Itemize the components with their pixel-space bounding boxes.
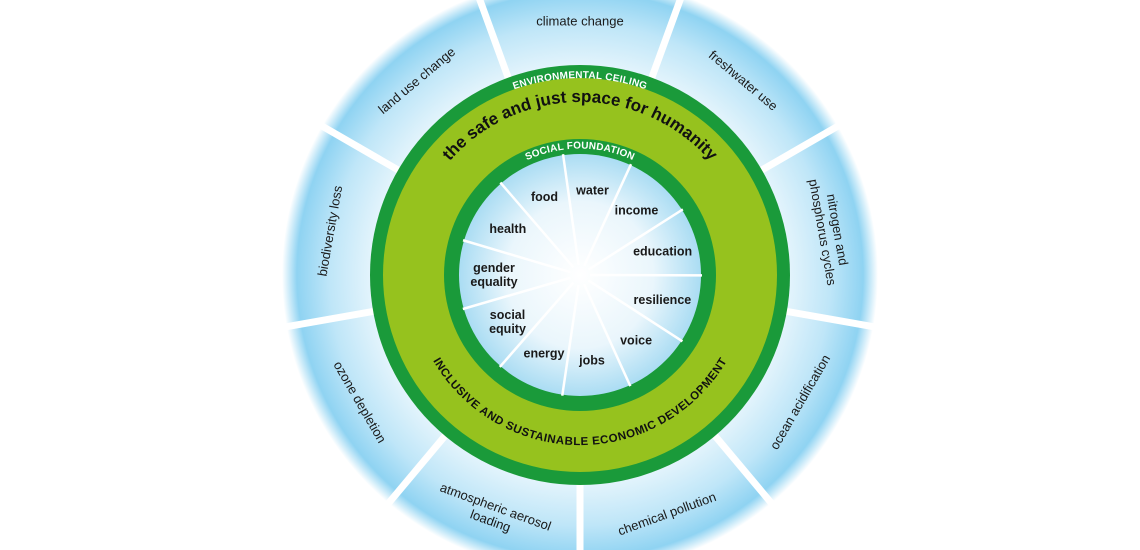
foundation-label-education: education bbox=[633, 245, 692, 259]
boundary-divider bbox=[755, 121, 842, 176]
foundation-divider bbox=[462, 276, 571, 311]
inner-core bbox=[459, 154, 701, 396]
foundation-divider bbox=[587, 279, 684, 343]
foundation-label-voice: voice bbox=[620, 334, 652, 348]
foundation-divider bbox=[587, 208, 684, 271]
outer-boundary-dividers bbox=[283, 0, 877, 550]
boundary-divider bbox=[781, 307, 877, 331]
social-foundation-labels: water income education resilience voice jobse… bbox=[470, 183, 692, 367]
boundary-divider bbox=[384, 429, 451, 508]
foundation-divider bbox=[498, 281, 575, 368]
foundation-divider bbox=[561, 284, 580, 396]
foundation-divider bbox=[462, 239, 571, 274]
foundation-label-jobs: jobs bbox=[578, 354, 605, 368]
foundation-label-water: water bbox=[575, 183, 609, 197]
boundary-divider bbox=[646, 0, 684, 84]
boundary-label-climate-change: climate change bbox=[536, 14, 623, 29]
foundation-label-health: health bbox=[489, 222, 526, 236]
foundation-divider bbox=[561, 154, 580, 266]
foundation-label-energy: energy bbox=[524, 347, 565, 361]
foundation-label-income: income bbox=[615, 204, 659, 218]
boundary-divider bbox=[318, 121, 405, 176]
boundary-divider bbox=[283, 307, 379, 331]
boundary-divider bbox=[709, 429, 776, 508]
foundation-divider bbox=[582, 283, 632, 387]
foundation-label-resilience: resilience bbox=[634, 293, 692, 307]
foundation-divider bbox=[499, 181, 575, 269]
inner-core-dividers bbox=[462, 154, 703, 396]
foundation-label-food: food bbox=[531, 190, 558, 204]
boundary-divider bbox=[476, 0, 514, 84]
foundation-divider bbox=[583, 163, 633, 267]
